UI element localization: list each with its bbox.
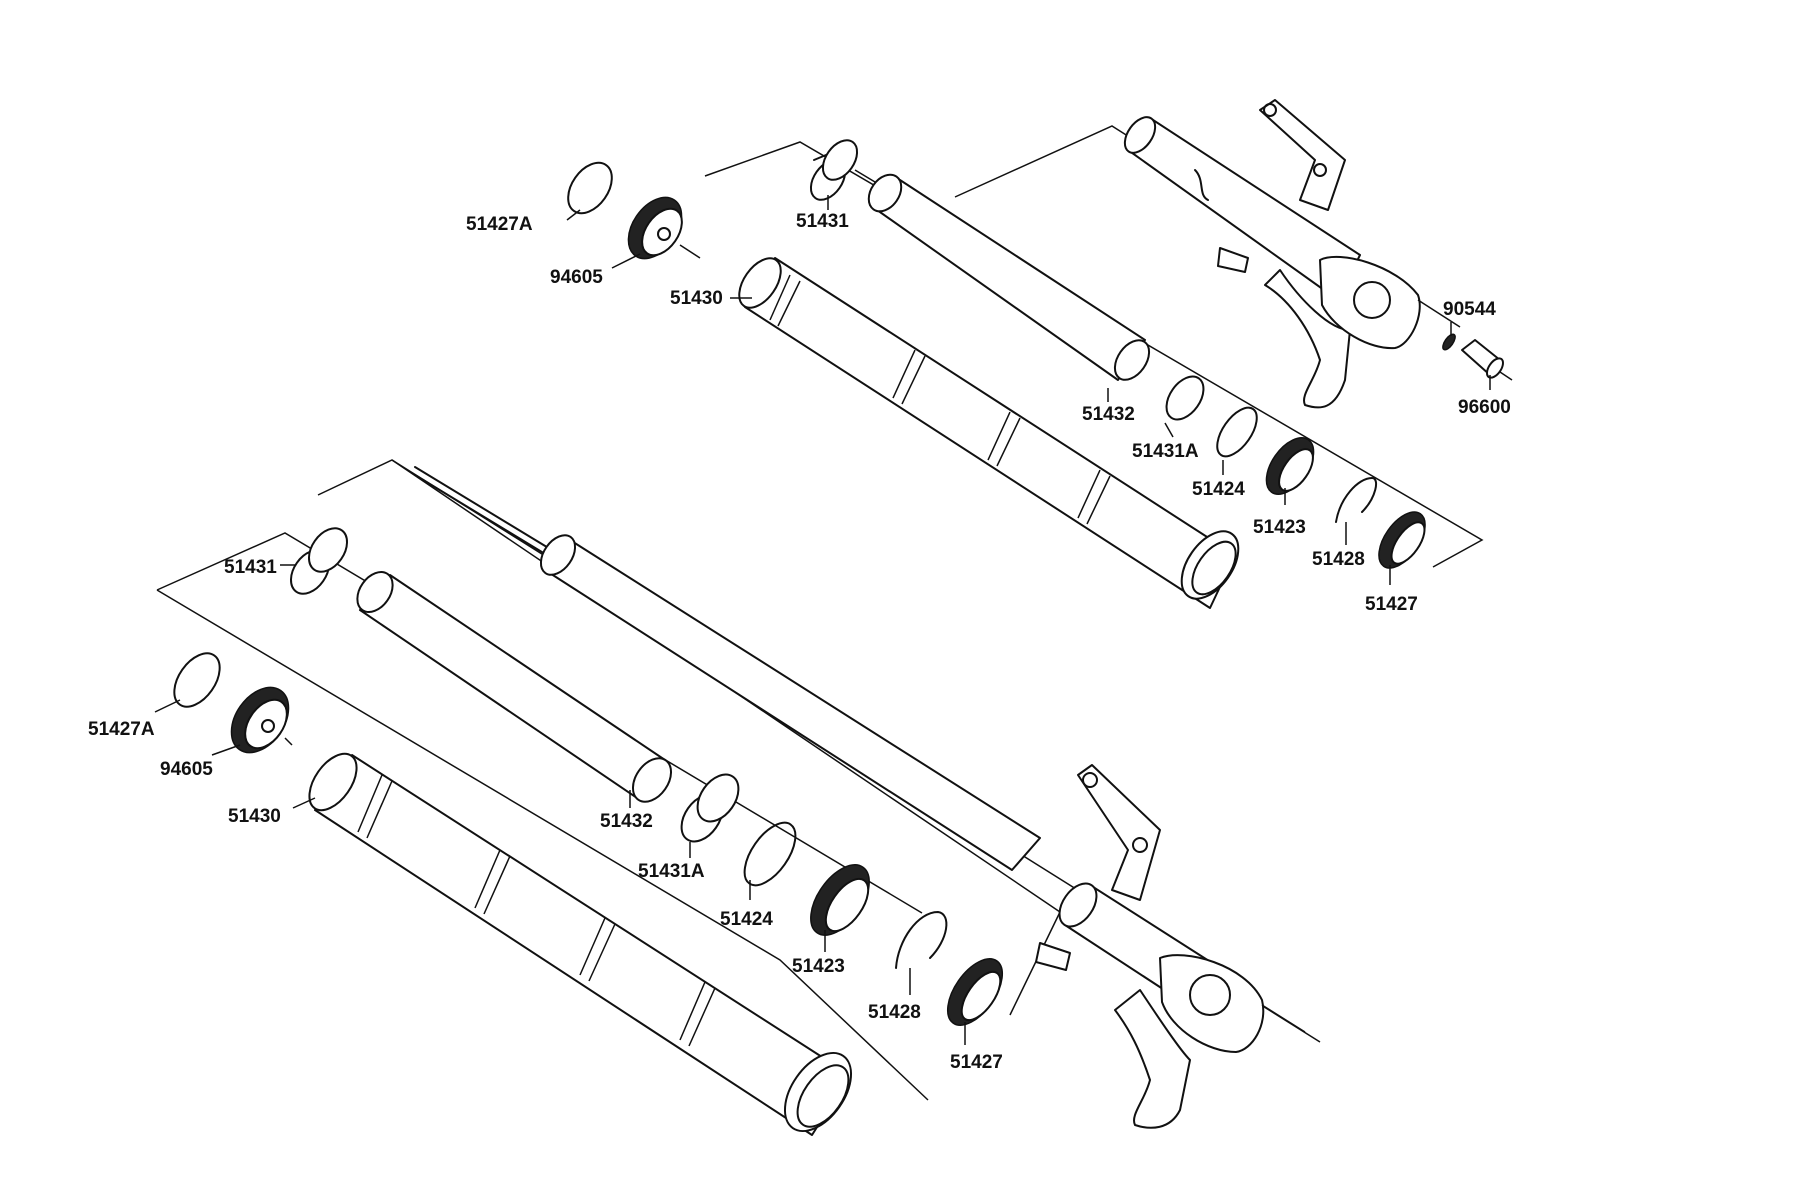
label-upper-51427: 51427 <box>1365 594 1418 615</box>
upper-fork-assembly <box>566 99 1513 609</box>
label-lower-51431a: 51431A <box>638 861 705 882</box>
oil-seal-51423 <box>1265 437 1315 495</box>
label-upper-51430: 51430 <box>670 288 723 309</box>
label-lower-51430: 51430 <box>228 806 281 827</box>
lower-bushing-51431a <box>680 773 740 843</box>
label-lower-51423: 51423 <box>792 956 845 977</box>
bushing-51431a <box>1165 375 1205 421</box>
lower-fork-assembly <box>154 459 1321 1136</box>
label-upper-51432: 51432 <box>1082 404 1135 425</box>
label-lower-51424: 51424 <box>720 909 773 930</box>
lower-dust-seal-51427 <box>946 958 1004 1026</box>
o-ring-51427a <box>567 161 613 215</box>
lower-leader-lines <box>154 564 966 1045</box>
label-lower-51428: 51428 <box>868 1002 921 1023</box>
washer-51424 <box>1216 406 1258 458</box>
lower-fork-slider <box>1035 764 1306 1129</box>
label-upper-90544: 90544 <box>1443 299 1496 320</box>
circlip-51428 <box>1335 477 1378 523</box>
label-upper-51423: 51423 <box>1253 517 1306 538</box>
washer-90544 <box>1442 333 1456 351</box>
label-lower-51431: 51431 <box>224 557 277 578</box>
dust-seal-51427 <box>1378 511 1426 569</box>
lower-piston-94605 <box>230 686 293 754</box>
label-lower-94605: 94605 <box>160 759 213 780</box>
lower-outer-tube-51430 <box>308 752 853 1136</box>
lower-tube-51432 <box>356 571 673 803</box>
lower-bushing-51431 <box>289 527 349 595</box>
lower-circlip-51428 <box>895 911 948 969</box>
label-upper-51424: 51424 <box>1192 479 1245 500</box>
lower-oil-seal-51423 <box>810 864 870 936</box>
damper-rod <box>414 466 1041 871</box>
bolt-96600 <box>1461 339 1513 381</box>
label-upper-51431: 51431 <box>796 211 849 232</box>
lower-o-ring-51427a <box>173 652 221 708</box>
label-upper-94605: 94605 <box>550 267 603 288</box>
upper-fork-slider <box>1123 99 1461 409</box>
bushing-51431 <box>809 139 881 201</box>
tube-51432 <box>867 173 1151 381</box>
label-upper-51428: 51428 <box>1312 549 1365 570</box>
label-upper-51427a: 51427A <box>466 214 533 235</box>
label-upper-96600: 96600 <box>1458 397 1511 418</box>
label-lower-51432: 51432 <box>600 811 653 832</box>
label-upper-51431a: 51431A <box>1132 441 1199 462</box>
label-lower-51427: 51427 <box>950 1052 1003 1073</box>
label-lower-51427a: 51427A <box>88 719 155 740</box>
upper-leader-lines <box>566 195 1491 585</box>
piston-94605 <box>627 196 701 260</box>
outer-tube-51430 <box>738 257 1240 609</box>
